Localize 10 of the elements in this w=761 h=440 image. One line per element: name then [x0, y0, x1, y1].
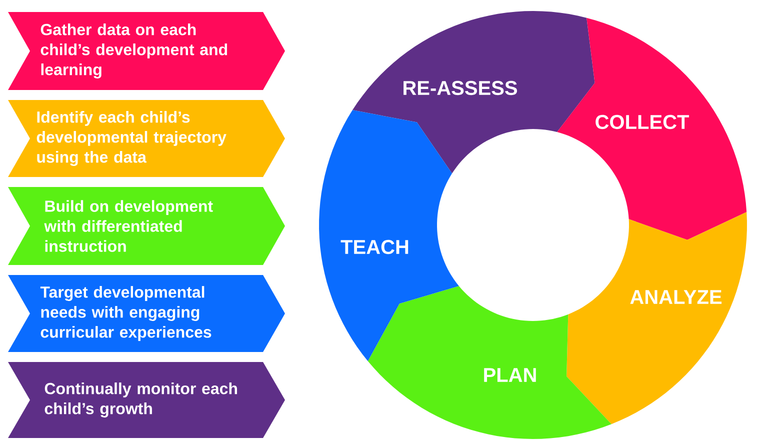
cycle-segment: TEACH: [319, 110, 459, 362]
cycle-segment: ANALYZE: [566, 212, 747, 424]
step-banner: Build on development with differentiated instruction: [8, 187, 285, 265]
cycle-segment: PLAN: [368, 286, 612, 439]
step-banner: Gather data on each child’s development and learning: [8, 12, 285, 90]
step-banner: Target developmental needs with engaging curricular experiences: [8, 275, 285, 352]
step-banner: Identify each child’s developmental trajectory using the data: [8, 100, 285, 177]
cycle-segment: COLLECT: [557, 18, 747, 240]
cycle-segment: RE-ASSESS: [352, 11, 595, 174]
step-banner: Continually monitor each child’s growth: [8, 362, 285, 438]
